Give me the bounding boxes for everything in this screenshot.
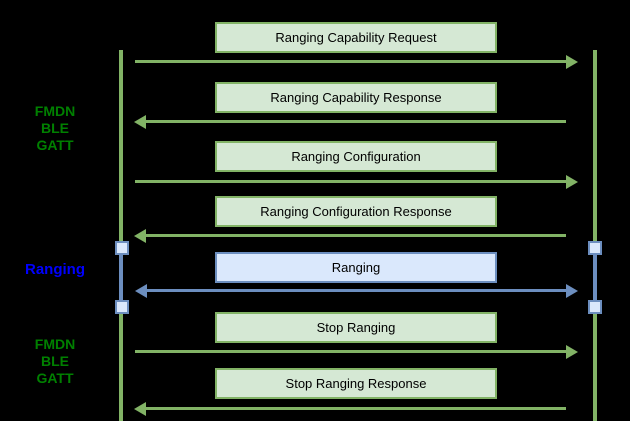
message-box-stop-ranging-response: Stop Ranging Response xyxy=(215,368,497,399)
arrow-left-ranging-capability-response xyxy=(134,114,566,129)
arrow-right-stop-ranging xyxy=(135,344,578,359)
right-ranging-segment xyxy=(593,249,597,307)
left-lifeline xyxy=(119,50,123,421)
arrow-right-ranging-capability-request xyxy=(135,54,578,69)
activation-marker xyxy=(588,241,602,255)
phase-label-fmdn-ble-gatt-top: FMDN BLE GATT xyxy=(34,103,76,153)
message-box-ranging-configuration: Ranging Configuration xyxy=(215,141,497,172)
arrow-left-stop-ranging-response xyxy=(134,401,566,416)
phase-label-fmdn-ble-gatt-bottom: FMDN BLE GATT xyxy=(34,336,76,386)
arrow-right-ranging-configuration xyxy=(135,174,578,189)
phase-label-ranging: Ranging xyxy=(25,261,85,278)
arrow-bidirectional-ranging xyxy=(135,283,578,298)
arrow-left-ranging-configuration-response xyxy=(134,228,566,243)
message-box-ranging: Ranging xyxy=(215,252,497,283)
message-box-stop-ranging: Stop Ranging xyxy=(215,312,497,343)
message-box-ranging-capability-response: Ranging Capability Response xyxy=(215,82,497,113)
activation-marker xyxy=(115,300,129,314)
right-lifeline xyxy=(593,50,597,421)
activation-marker xyxy=(588,300,602,314)
activation-marker xyxy=(115,241,129,255)
message-box-ranging-capability-request: Ranging Capability Request xyxy=(215,22,497,53)
left-ranging-segment xyxy=(119,249,123,307)
message-box-ranging-configuration-response: Ranging Configuration Response xyxy=(215,196,497,227)
